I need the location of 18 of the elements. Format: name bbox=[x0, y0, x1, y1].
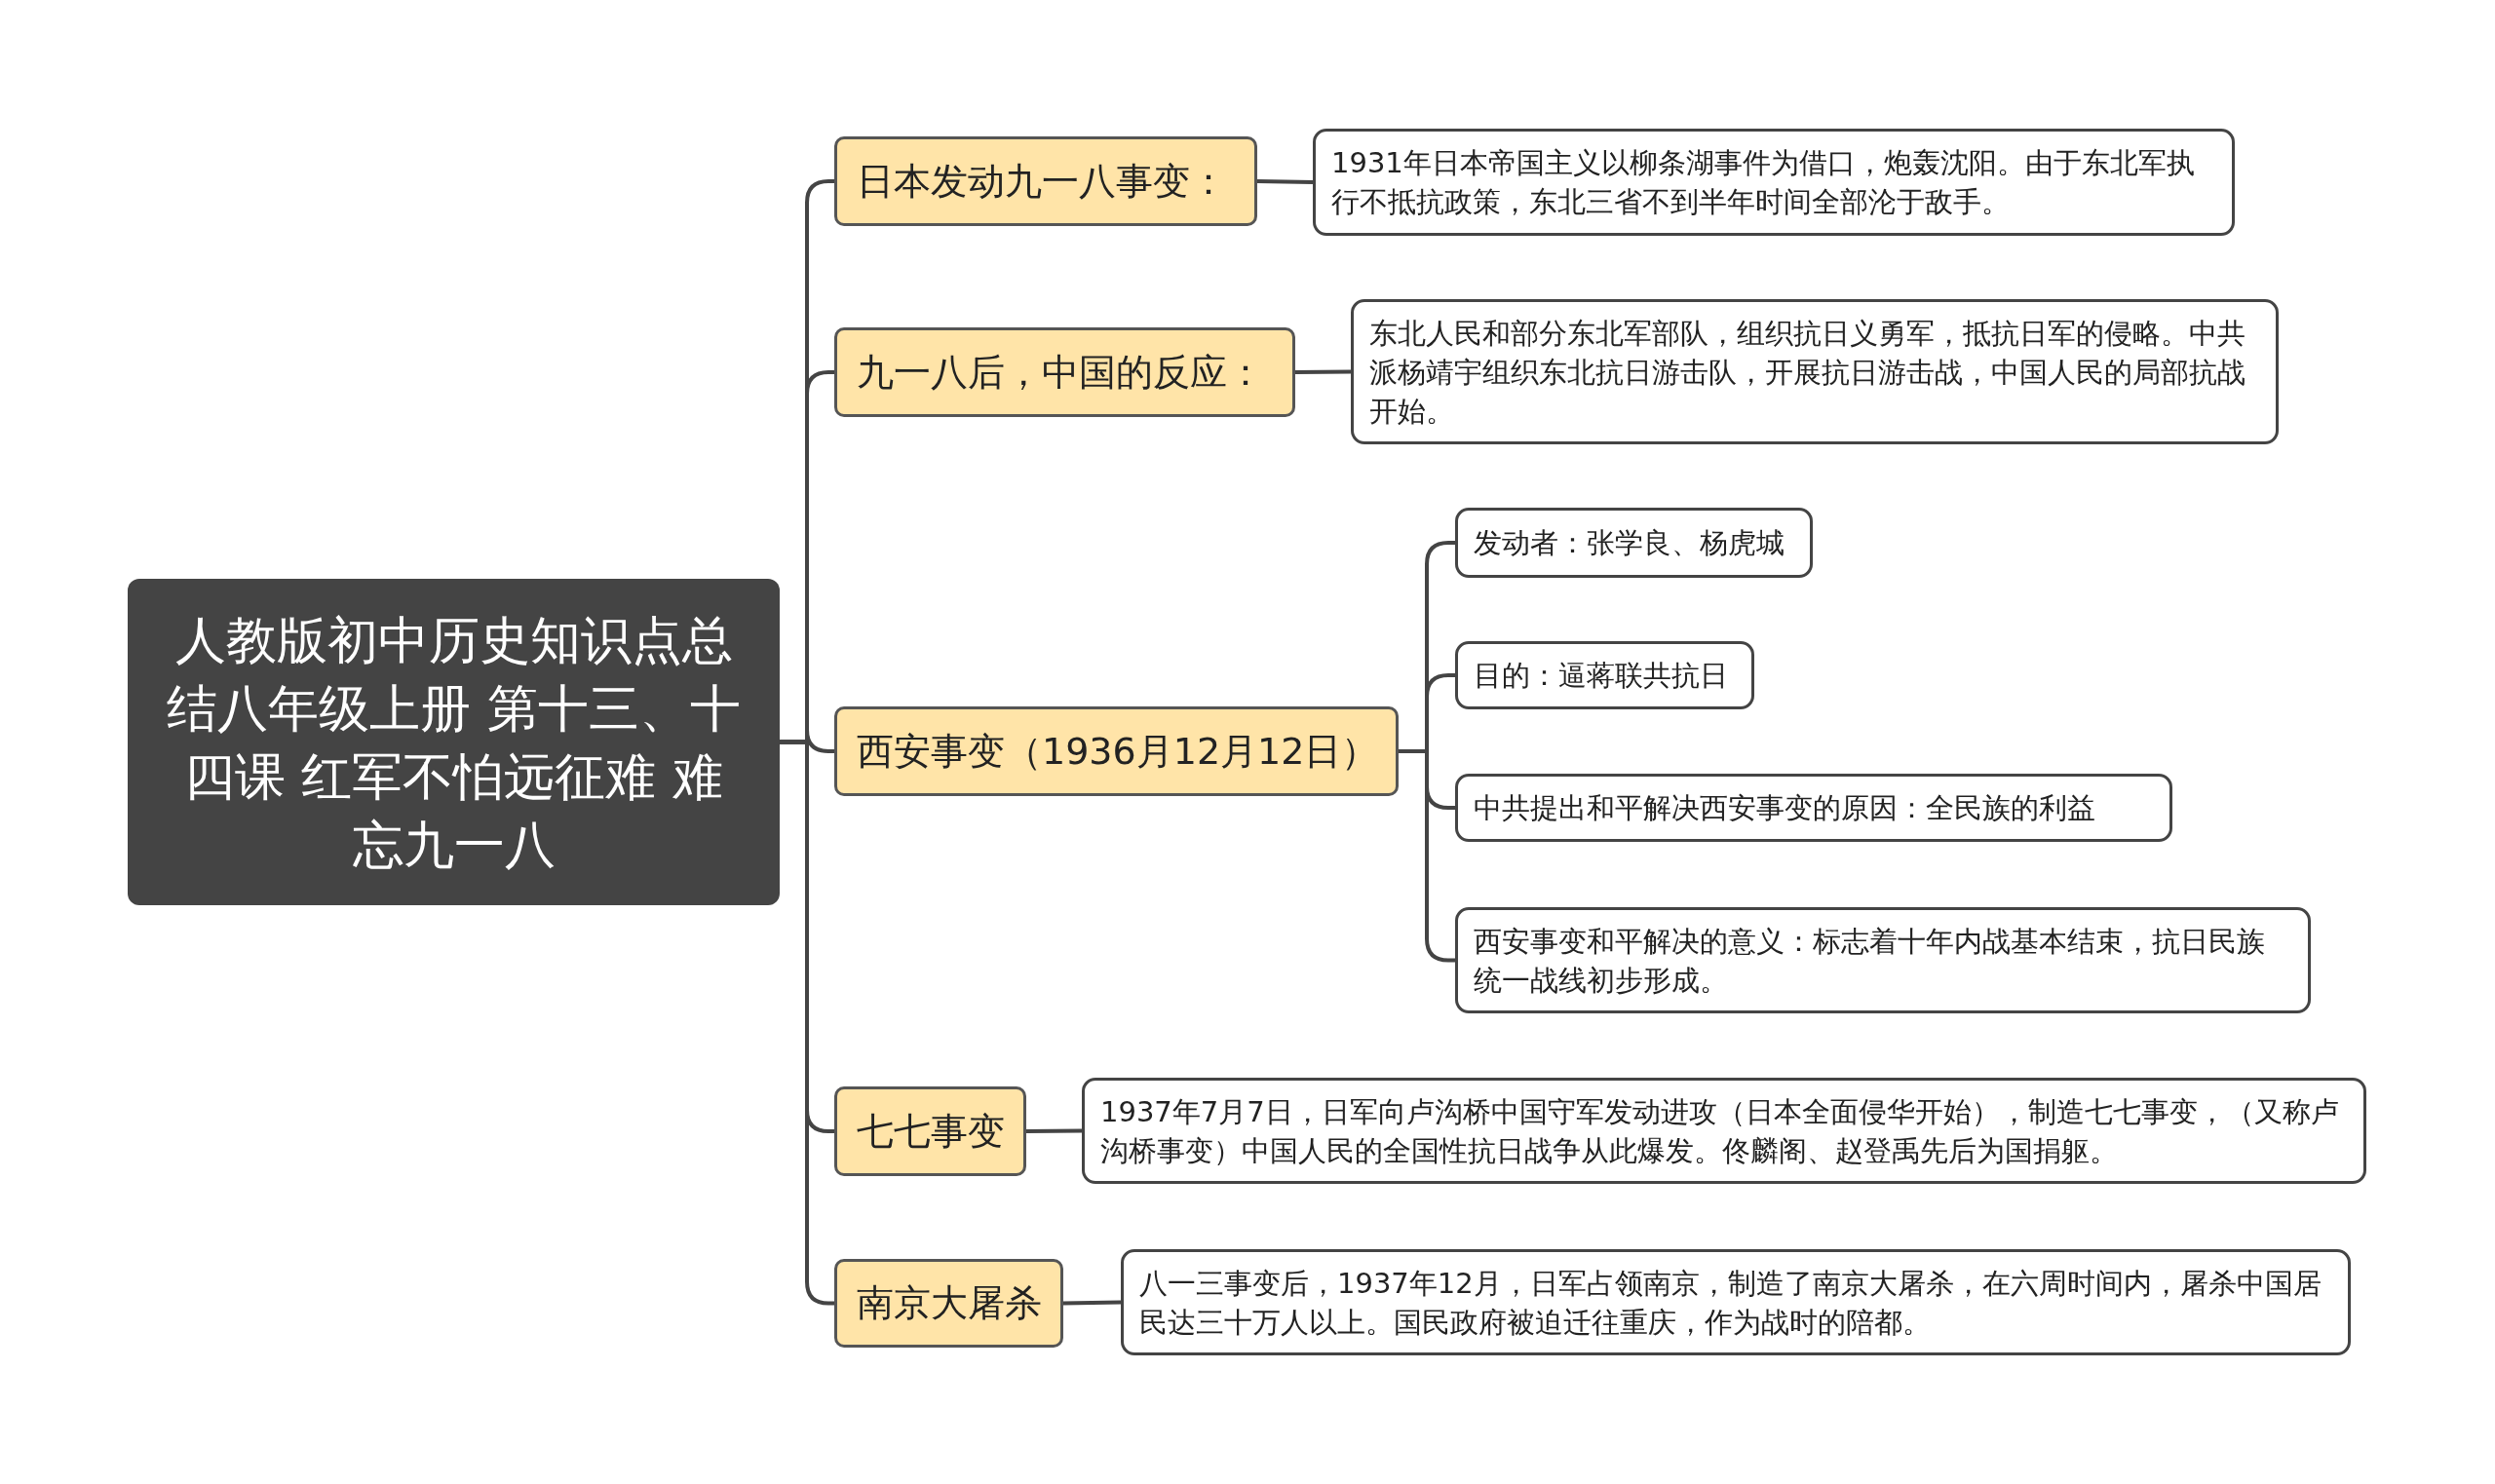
connector-line bbox=[1295, 369, 1352, 374]
topic-box: 九一八后，中国的反应： bbox=[834, 327, 1295, 417]
note-box: 目的：逼蒋联共抗日 bbox=[1455, 641, 1754, 709]
note-box: 中共提出和平解决西安事变的原因：全民族的利益 bbox=[1455, 774, 2172, 842]
central-topic-box: 人教版初中历史知识点总结八年级上册 第十三、十四课 红军不怕远征难 难忘九一八 bbox=[128, 579, 780, 905]
note-box: 1937年7月7日，日军向卢沟桥中国守军发动进攻（日本全面侵华开始），制造七七事变，（又称卢沟桥事变）中国人民的全国性抗日战争从此爆发。佟麟阁、赵登禹先后为国捐躯。 bbox=[1082, 1078, 2366, 1184]
note-box: 发动者：张学良、杨虎城 bbox=[1455, 508, 1813, 578]
note-box: 八一三事变后，1937年12月，日军占领南京，制造了南京大屠杀，在六周时间内，屠杀中国居民达三十万人以上。国民政府被迫迁往重庆，作为战时的陪都。 bbox=[1121, 1249, 2351, 1355]
connector-line bbox=[1256, 179, 1314, 184]
connector-line bbox=[1062, 1300, 1122, 1306]
note-box: 1931年日本帝国主义以柳条湖事件为借口，炮轰沈阳。由于东北军执行不抵抗政策，东北三省不到半年时间全部沦于敌手。 bbox=[1313, 129, 2235, 236]
topic-box: 七七事变 bbox=[834, 1086, 1026, 1176]
topic-box: 日本发动九一八事变： bbox=[834, 136, 1257, 226]
connector-line bbox=[1025, 1128, 1083, 1133]
note-box: 东北人民和部分东北军部队，组织抗日义勇军，抵抗日军的侵略。中共派杨靖宇组织东北抗日游击队，开展抗日游击战，中国人民的局部抗战开始。 bbox=[1351, 299, 2279, 444]
topic-box: 南京大屠杀 bbox=[834, 1259, 1063, 1348]
note-box: 西安事变和平解决的意义：标志着十年内战基本结束，抗日民族统一战线初步形成。 bbox=[1455, 907, 2311, 1013]
topic-box: 西安事变（1936月12月12日） bbox=[834, 706, 1399, 796]
